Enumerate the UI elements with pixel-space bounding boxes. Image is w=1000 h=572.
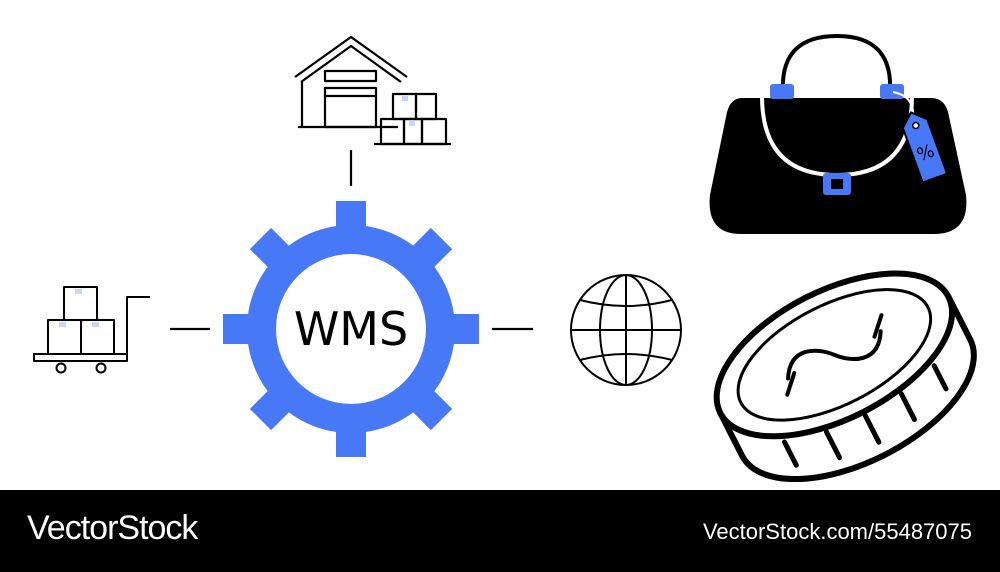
hand-truck-icon [33,286,150,374]
wms-illustration: WMS % [33,33,977,483]
image-id: VectorStock.com/55487075 [702,519,972,544]
footer-bar: VectorStock VectorStock.com/55487075 [0,490,1000,572]
handbag-icon [709,33,967,234]
price-tag-icon: % [892,91,949,184]
gear-icon: WMS [223,201,479,457]
dollar-icon [785,313,884,397]
globe-icon [570,274,682,386]
connector-lines [170,150,533,331]
gear-label: WMS [294,302,408,356]
warehouse-icon [294,35,451,146]
svg-text:%: % [914,140,937,166]
coin-icon [713,270,977,483]
brand-logo: VectorStock [27,509,198,547]
